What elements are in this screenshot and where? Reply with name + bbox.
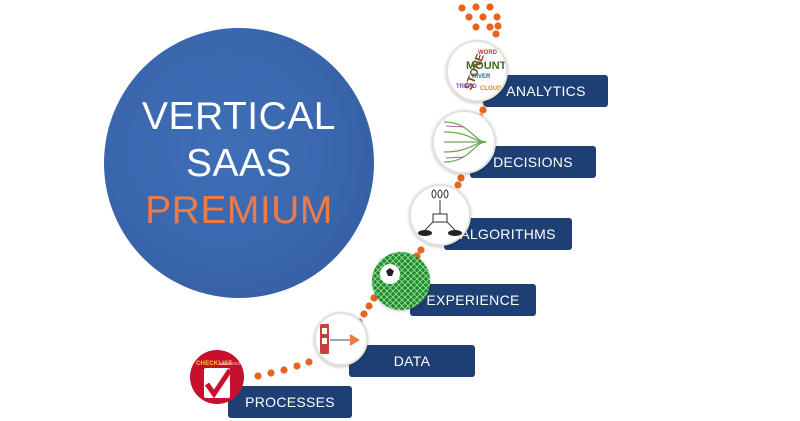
path-dot xyxy=(486,3,493,10)
algorithm-diagram-icon xyxy=(409,184,471,246)
data-flow-icon xyxy=(314,312,368,366)
path-dot xyxy=(267,369,274,376)
decision-tree-graphic xyxy=(434,112,494,172)
path-dot xyxy=(458,4,465,11)
checklist-icon: CHECKLIST MANIFESTO xyxy=(190,350,244,404)
path-dot xyxy=(280,366,287,373)
path-dot xyxy=(457,174,464,181)
path-dot xyxy=(305,358,312,365)
word-cloud-icon: STONE MOUNT RIVER WORD TREND CLOUD xyxy=(446,40,508,102)
path-dot xyxy=(472,3,479,10)
checkmark-icon xyxy=(190,350,244,404)
word-cloud-word: WORD xyxy=(478,50,497,56)
path-dot xyxy=(472,23,479,30)
path-dot xyxy=(492,30,499,37)
word-cloud-word: MOUNT xyxy=(466,60,506,72)
step-label-data[interactable]: DATA xyxy=(349,345,475,377)
path-dot xyxy=(254,372,261,379)
path-dot xyxy=(486,23,493,30)
path-dot xyxy=(479,13,486,20)
soccer-net-graphic xyxy=(372,252,430,310)
path-dot xyxy=(494,22,501,29)
word-cloud-word: CLOUD xyxy=(480,86,501,92)
decision-tree-icon xyxy=(432,110,496,174)
word-cloud-word: TREND xyxy=(456,84,477,90)
algorithm-graphic xyxy=(411,186,469,244)
path-dot xyxy=(493,13,500,20)
soccer-net-icon xyxy=(372,252,430,310)
word-cloud-word: RIVER xyxy=(472,74,490,80)
checklist-brand: MANIFESTO xyxy=(220,362,240,366)
path-dot xyxy=(293,362,300,369)
path-dot xyxy=(465,13,472,20)
data-flow-graphic xyxy=(316,314,366,364)
step-label-processes[interactable]: PROCESSES xyxy=(228,386,352,418)
